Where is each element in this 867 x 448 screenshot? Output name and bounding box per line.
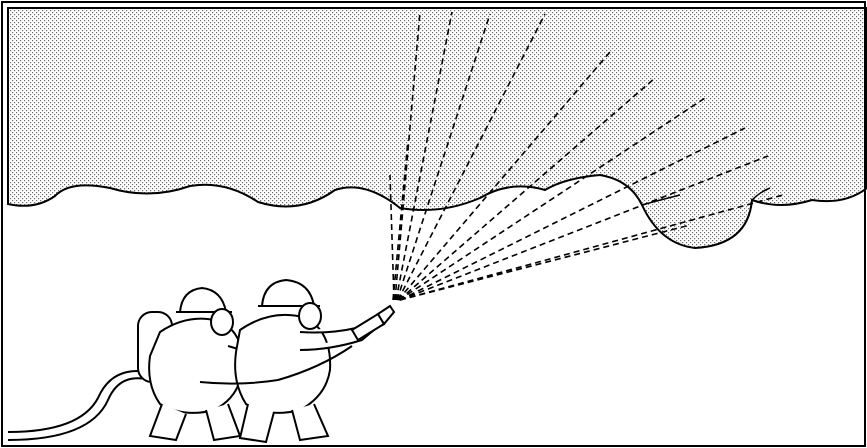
mask xyxy=(211,309,233,335)
mask xyxy=(299,303,321,329)
